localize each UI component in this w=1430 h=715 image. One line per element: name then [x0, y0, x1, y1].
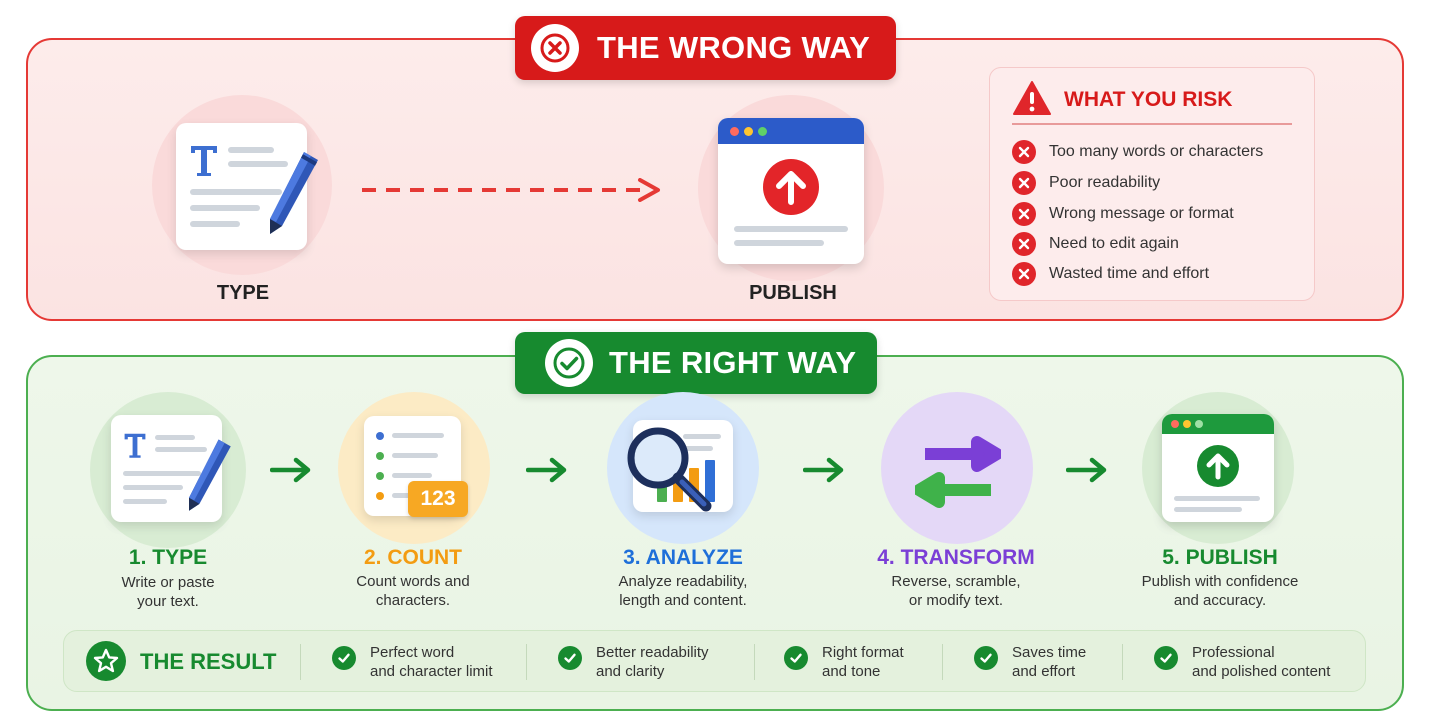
wrong-step-publish-label: PUBLISH: [749, 282, 837, 304]
result-separator: [754, 644, 755, 680]
step-publish-desc-line-1: Publish with confidence: [1141, 573, 1299, 590]
warning-triangle-icon: [1013, 81, 1051, 115]
check-icon: [1154, 646, 1178, 670]
risk-item: Too many words or characters: [1012, 140, 1263, 164]
step-transform-title: 4. TRANSFORM: [877, 546, 1035, 569]
wrong-step-type-label: TYPE: [216, 282, 270, 304]
pen-icon: [270, 152, 318, 234]
right-way-banner: THE RIGHT WAY: [515, 332, 877, 394]
risk-box: WHAT YOU RISK Too many words or characte…: [989, 67, 1315, 301]
result-separator: [942, 644, 943, 680]
step-count-title: 2. COUNT: [363, 546, 462, 569]
step-analyze-desc-line-2: length and content.: [619, 592, 747, 609]
result-separator: [300, 644, 301, 680]
step-count-desc-line-1: Count words and: [356, 573, 470, 590]
right-way-title: THE RIGHT WAY: [609, 345, 857, 380]
risk-item: Need to edit again: [1012, 232, 1179, 256]
result-title: THE RESULT: [140, 649, 277, 674]
result-separator: [526, 644, 527, 680]
wrong-way-title: THE WRONG WAY: [597, 30, 871, 65]
dashed-arrow-icon: [362, 178, 660, 202]
arrow-right-icon: [270, 457, 311, 483]
step-transform-backdrop: [881, 392, 1033, 544]
browser-window-icon: [1162, 414, 1274, 522]
check-icon: [974, 646, 998, 670]
step-analyze-desc-line-1: Analyze readability,: [618, 573, 748, 590]
check-icon: [558, 646, 582, 670]
step-count-desc-line-2: characters.: [375, 592, 451, 609]
letter-t-icon: [191, 146, 217, 176]
x-icon: [1012, 232, 1036, 256]
x-icon: [1012, 262, 1036, 286]
risk-divider: [1012, 123, 1292, 125]
result-separator: [1122, 644, 1123, 680]
swap-arrows-icon: [915, 436, 1001, 508]
risk-title: WHAT YOU RISK: [1064, 88, 1233, 111]
x-icon: [1012, 140, 1036, 164]
step-transform-desc-line-1: Reverse, scramble,: [891, 573, 1021, 590]
risk-item: Wrong message or format: [1012, 202, 1234, 226]
check-circle-icon: [545, 339, 593, 387]
check-icon: [332, 646, 356, 670]
arrow-right-icon: [1066, 457, 1107, 483]
letter-t-icon: [124, 433, 146, 458]
step-transform-desc-line-2: or modify text.: [908, 592, 1004, 609]
upload-arrow-icon: [1197, 445, 1239, 487]
step-type-desc-line-2: your text.: [137, 593, 199, 610]
check-icon: [784, 646, 808, 670]
risk-item: Wasted time and effort: [1012, 262, 1209, 286]
pen-icon: [189, 439, 231, 511]
arrow-right-icon: [803, 457, 844, 483]
document-icon: [176, 123, 307, 250]
x-icon: [1012, 202, 1036, 226]
upload-arrow-icon: [763, 159, 819, 215]
x-circle-icon: [531, 24, 579, 72]
step-publish-desc-line-2: and accuracy.: [1173, 592, 1267, 609]
step-type-title: 1. TYPE: [128, 546, 208, 569]
count-number-badge: 123: [408, 481, 468, 517]
step-analyze-title: 3. ANALYZE: [623, 546, 743, 569]
document-icon: [111, 415, 222, 522]
star-icon: [86, 641, 126, 681]
arrow-right-icon: [526, 457, 567, 483]
magnifier-icon: [627, 427, 712, 512]
step-publish-title: 5. PUBLISH: [1162, 546, 1278, 569]
risk-item: Poor readability: [1012, 171, 1160, 195]
step-type-desc-line-1: Write or paste: [121, 574, 215, 591]
x-icon: [1012, 171, 1036, 195]
wrong-way-banner: THE WRONG WAY: [515, 16, 896, 80]
browser-window-icon: [718, 118, 864, 264]
